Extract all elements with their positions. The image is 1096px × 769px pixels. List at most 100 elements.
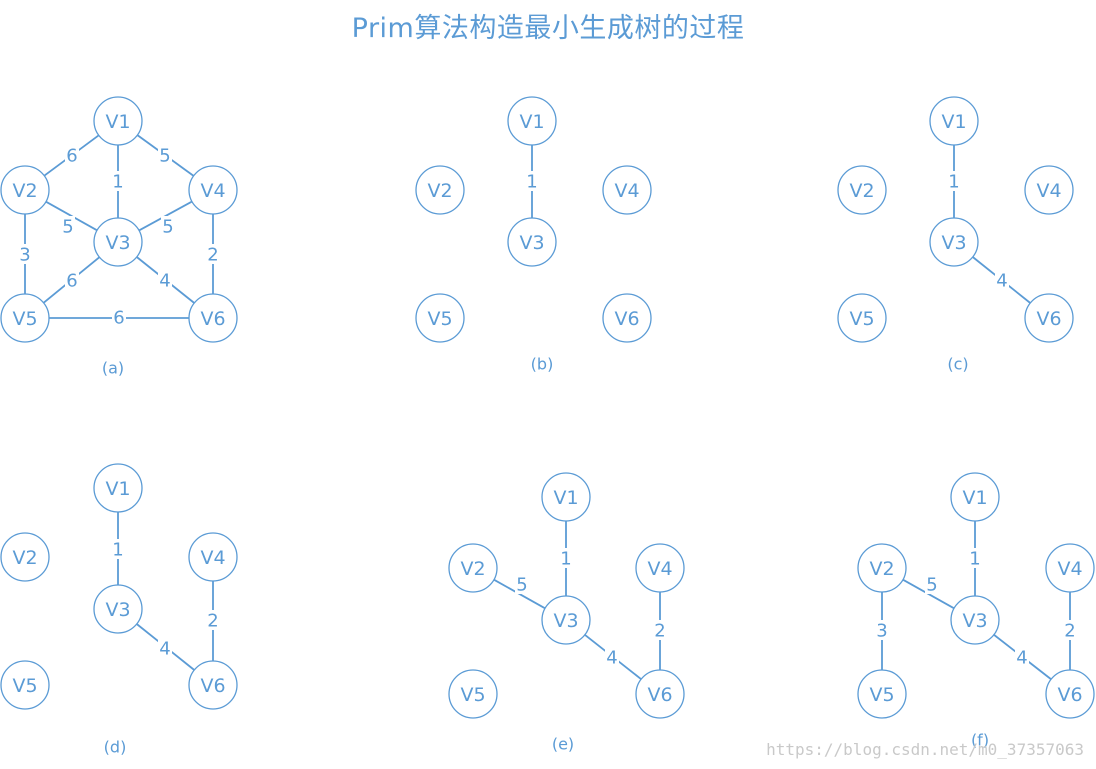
node-v2: V2: [0, 532, 50, 582]
edge-weight-label: 2: [654, 621, 665, 642]
node-label: V3: [519, 232, 544, 254]
node-label: V2: [849, 180, 874, 202]
node-label: V4: [200, 547, 225, 569]
page-title: Prim算法构造最小生成树的过程: [351, 13, 745, 44]
node-label: V5: [849, 308, 874, 330]
weight-label-bg: [968, 548, 982, 568]
node-label: V4: [647, 558, 672, 580]
node-circle: [541, 595, 591, 645]
node-v4: V4: [602, 165, 652, 215]
weight-label-bg: [111, 171, 125, 191]
node-circle: [507, 96, 557, 146]
watermark: https://blog.csdn.net/m0_37357063: [766, 740, 1084, 759]
node-v3: V3: [541, 595, 591, 645]
weight-label-bg: [158, 638, 172, 658]
node-circle: [1045, 669, 1095, 719]
node-label: V4: [200, 180, 225, 202]
edge-weight-label: 3: [876, 621, 887, 642]
node-label: V5: [427, 308, 452, 330]
node-circle: [837, 293, 887, 343]
node-circle: [188, 660, 238, 710]
edge-weight-label: 4: [1016, 648, 1027, 669]
node-label: V3: [962, 610, 987, 632]
edge-weight-label: 5: [926, 575, 937, 596]
node-circle: [857, 669, 907, 719]
node-circle: [1024, 165, 1074, 215]
node-v5: V5: [415, 293, 465, 343]
node-v4: V4: [1024, 165, 1074, 215]
panel-caption: (b): [531, 355, 554, 374]
weight-label-bg: [18, 244, 32, 264]
node-circle: [950, 472, 1000, 522]
node-label: V1: [553, 487, 578, 509]
node-label: V6: [647, 684, 672, 706]
node-label: V3: [105, 232, 130, 254]
node-v3: V3: [93, 584, 143, 634]
node-circle: [415, 293, 465, 343]
node-circle: [93, 96, 143, 146]
node-label: V5: [460, 684, 485, 706]
node-circle: [1024, 293, 1074, 343]
node-v5: V5: [448, 669, 498, 719]
node-v2: V2: [857, 543, 907, 593]
weight-label-bg: [515, 574, 529, 594]
weight-label-bg: [111, 539, 125, 559]
node-v1: V1: [93, 463, 143, 513]
node-circle: [415, 165, 465, 215]
node-circle: [1045, 543, 1095, 593]
node-circle: [541, 472, 591, 522]
edge-weight-label: 5: [162, 217, 173, 238]
weight-label-bg: [65, 145, 79, 165]
edge-weight-label: 6: [66, 146, 77, 167]
node-circle: [929, 96, 979, 146]
node-v1: V1: [541, 472, 591, 522]
node-v1: V1: [93, 96, 143, 146]
weight-label-bg: [995, 270, 1009, 290]
node-v2: V2: [0, 165, 50, 215]
node-circle: [602, 293, 652, 343]
node-label: V1: [105, 478, 130, 500]
weight-label-bg: [61, 216, 75, 236]
node-circle: [188, 532, 238, 582]
node-v5: V5: [0, 293, 50, 343]
edge-weight-label: 4: [996, 271, 1007, 292]
node-label: V5: [869, 684, 894, 706]
node-label: V6: [200, 675, 225, 697]
node-label: V5: [12, 308, 37, 330]
node-label: V2: [12, 180, 37, 202]
node-v1: V1: [507, 96, 557, 146]
weight-label-bg: [1063, 620, 1077, 640]
edge-weight-label: 4: [159, 271, 170, 292]
node-label: V3: [105, 599, 130, 621]
weight-label-bg: [559, 548, 573, 568]
node-circle: [0, 532, 50, 582]
weight-label-bg: [605, 647, 619, 667]
weight-label-bg: [158, 145, 172, 165]
node-label: V6: [1036, 308, 1061, 330]
node-label: V1: [941, 111, 966, 133]
node-circle: [93, 217, 143, 267]
node-v1: V1: [929, 96, 979, 146]
node-v6: V6: [188, 293, 238, 343]
node-v4: V4: [635, 543, 685, 593]
node-circle: [837, 165, 887, 215]
node-label: V6: [614, 308, 639, 330]
node-circle: [635, 669, 685, 719]
node-label: V2: [12, 547, 37, 569]
edge-weight-label: 2: [1064, 621, 1075, 642]
node-label: V4: [1057, 558, 1082, 580]
node-circle: [602, 165, 652, 215]
edge-weight-label: 1: [112, 540, 123, 561]
node-circle: [188, 165, 238, 215]
node-v5: V5: [837, 293, 887, 343]
weight-label-bg: [525, 171, 539, 191]
node-label: V3: [941, 232, 966, 254]
node-v2: V2: [448, 543, 498, 593]
edge-weight-label: 6: [113, 308, 124, 329]
